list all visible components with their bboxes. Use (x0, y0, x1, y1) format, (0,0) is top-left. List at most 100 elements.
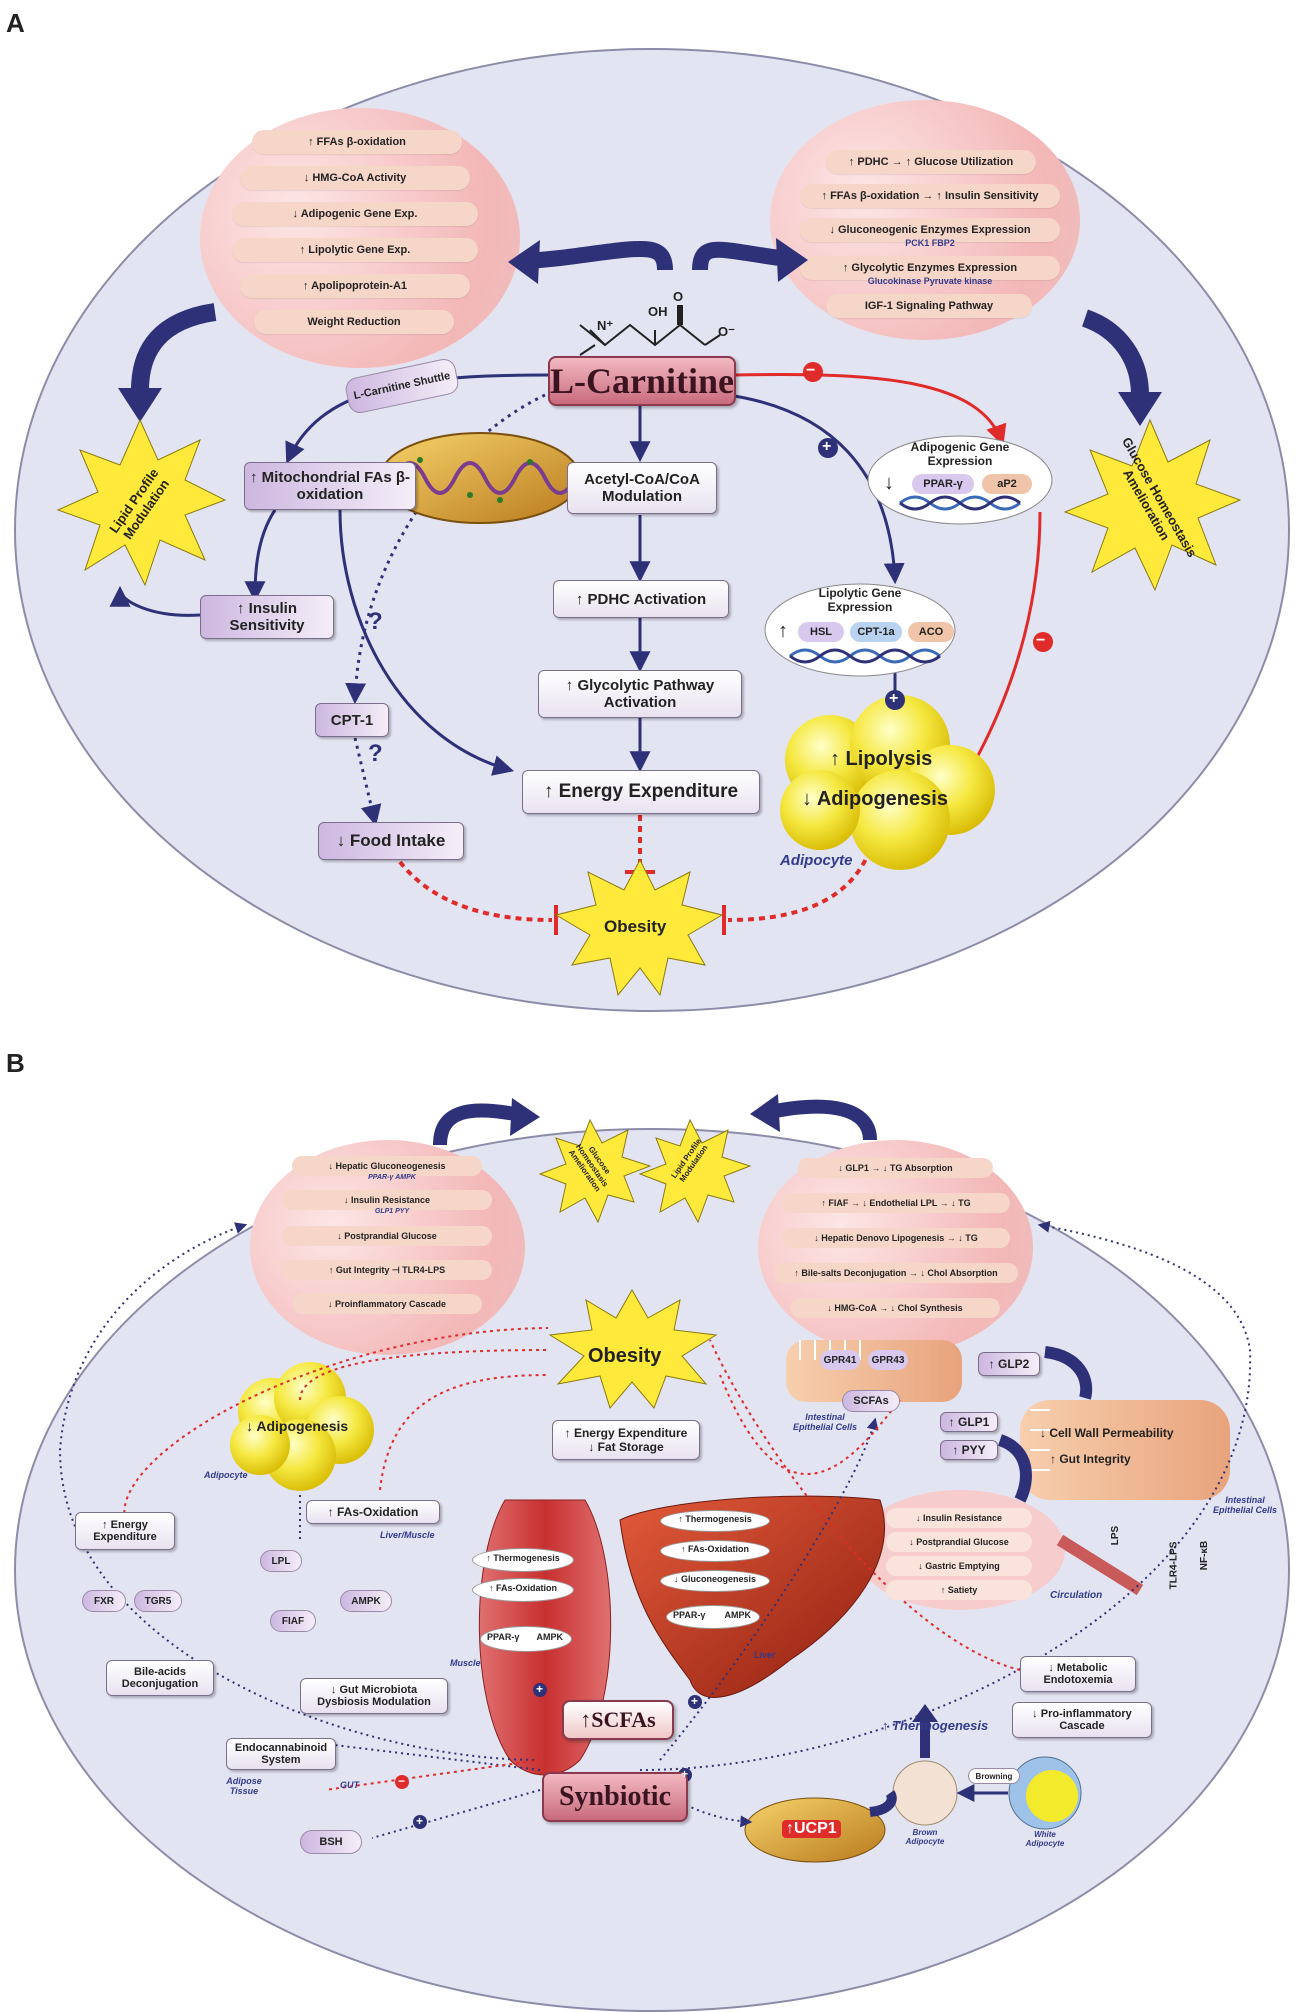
insulin-item-2: ↓ Postprandial Glucose (886, 1532, 1032, 1552)
lipolytic-title: Lipolytic Gene Expression (818, 586, 902, 614)
lipid-bend-arrowhead (118, 388, 162, 422)
lipid-effect-1: ↑ FFAs β-oxidation (252, 130, 462, 154)
proinflam-box: ↓ Pro-inflammatory Cascade (1012, 1702, 1152, 1738)
nfkb-label: NF-κB (1199, 1540, 1211, 1571)
panel-a-graphics: N⁺ OH O O⁻ (56, 238, 1242, 997)
permeability-label: ↓ Cell Wall Permeability (1040, 1426, 1174, 1440)
b-left-item-5: ↓ Proinflammatory Cascade (292, 1294, 482, 1314)
glucose-effect-3-sub: PCK1 FBP2 (905, 238, 955, 248)
lpl-tag: LPL (260, 1550, 302, 1572)
liver-thermo-oval: ↑ Thermogenesis (660, 1510, 770, 1532)
b-fas-box: ↑ FAs-Oxidation (306, 1500, 440, 1524)
b-thermogenesis: ↑ Thermogenesis (882, 1718, 989, 1733)
b-left-item-2-text: ↓ Insulin Resistance (343, 1195, 431, 1205)
insulin-item-4: ↑ Satiety (886, 1580, 1032, 1600)
glucose-effect-2: ↑ FFAs β-oxidation → ↑ Insulin Sensitivi… (800, 184, 1060, 208)
plus-sign-2: + (889, 690, 899, 707)
adipogenic-title: Adipogenic Gene Expression (910, 440, 1010, 468)
b-left-sub-2: GLP1 PYY (374, 1208, 410, 1215)
mito-to-energy (338, 509, 515, 776)
molecule-n-label: N⁺ (597, 318, 613, 333)
adipocyte-blob-a (780, 695, 995, 870)
adipogenic-arrow: ↓ (884, 472, 894, 494)
molecule-o-label: O (673, 289, 683, 304)
tgr5-tag: TGR5 (134, 1590, 182, 1612)
adipogenesis-label: ↓ Adipogenesis (802, 788, 948, 810)
fxr-tag: FXR (82, 1590, 126, 1612)
metabolic-box: ↓ Metabolic Endotoxemia (1020, 1656, 1136, 1692)
mitochondria-a (379, 432, 581, 524)
plus-circle-1 (818, 438, 838, 458)
ucp1-label: ↑UCP1 (782, 1820, 841, 1838)
lps-label: LPS (1110, 1525, 1122, 1546)
b-left-item-1: ↓ Hepatic Gluconeogenesis (292, 1156, 482, 1176)
b-left-item-2: ↓ Insulin Resistance (282, 1190, 492, 1210)
glyco-box: ↑ Glycolytic Pathway Activation (538, 670, 742, 718)
lipid-effect-5: ↑ Apolipoprotein-A1 (240, 274, 470, 298)
dysbiosis-box: ↓ Gut Microbiota Dysbiosis Modulation (300, 1678, 448, 1714)
liver-gluco: ↓ Gluconeogenesis (673, 1574, 757, 1584)
liver-fas: ↑ FAs-Oxidation (680, 1544, 749, 1554)
lipid-effect-4: ↑ Lipolytic Gene Exp. (232, 238, 478, 262)
lipid-bend-arrow (131, 303, 217, 391)
panel-b-letter: B (6, 1048, 25, 1078)
energy-fat-box: ↑ Energy Expenditure↓ Fat Storage (552, 1420, 700, 1460)
b-adipogenesis: ↓ Adipogenesis (246, 1418, 349, 1434)
muscle-label: Muscle (450, 1658, 481, 1668)
muscle-ppar: PPAR-γ (487, 1632, 520, 1642)
pdhc-box: ↑ PDHC Activation (553, 580, 729, 618)
b-left-sub-1: PPAR-γ AMPK (368, 1174, 416, 1181)
glucose-bend-arrowhead (1118, 392, 1162, 426)
b-right-item-1: ↓ GLP1 → ↓ TG Absorption (798, 1158, 993, 1178)
liver-ppar: PPAR-γ (673, 1610, 706, 1620)
ap2-tag: aP2 (982, 474, 1032, 494)
white-label: White Adipocyte (1025, 1830, 1065, 1848)
insulin-item-1: ↓ Insulin Resistance (886, 1508, 1032, 1528)
liver-label: Liver (754, 1650, 776, 1660)
question-mark-1: ? (368, 608, 383, 635)
glucose-star-shape (1063, 418, 1242, 592)
ppar-tag: PPAR-γ (912, 474, 974, 494)
food-box: ↓ Food Intake (318, 822, 464, 860)
tlr4-label: TLR4-LPS (1168, 1541, 1180, 1590)
carnitine-molecule (579, 305, 721, 356)
bsh-tag: BSH (300, 1830, 362, 1854)
fat-inhibit-obesity (727, 849, 872, 922)
minus-circle-2 (1033, 632, 1053, 652)
to-lipolytic-line (727, 393, 905, 585)
muscle-thermo: ↑ Thermogenesis (486, 1553, 560, 1563)
food-inhibit-obesity (398, 860, 553, 922)
b-plus-sign-4: + (691, 1694, 699, 1708)
scfas-small: SCFAs (842, 1390, 900, 1412)
glucose-effect-4-text: ↑ Glycolytic Enzymes Expression (842, 262, 1018, 274)
mito-box: ↑ Mitochondrial FAs β-oxidation (244, 462, 416, 510)
b-adipocyte: Adipocyte (204, 1470, 248, 1480)
glucose-effect-1: ↑ PDHC → ↑ Glucose Utilization (826, 150, 1036, 174)
lipid-effect-6: Weight Reduction (254, 310, 454, 334)
energy-box: ↑ Energy Expenditure (522, 770, 760, 814)
insulin-box: ↑ Insulin Sensitivity (200, 595, 334, 639)
gut-label: GUT (340, 1780, 359, 1790)
top-left-curved-arrowhead (508, 240, 540, 284)
mito-to-insulin (244, 509, 277, 603)
b-plus-sign-3: + (536, 1682, 544, 1696)
muscle-thermo-oval: ↑ Thermogenesis (472, 1548, 574, 1572)
cpt-box: CPT-1 (315, 703, 389, 737)
intestinal-cells-right: Intestinal Epithelial Cells (1212, 1495, 1278, 1515)
glucose-effect-3-text: ↓ Gluconeogenic Enzymes Expression (829, 224, 1031, 236)
intestinal-cells-label: Intestinal Epithelial Cells (792, 1412, 858, 1432)
pyy-box: ↑ PYY (940, 1440, 998, 1460)
top-right-curved-arrowhead (776, 238, 808, 282)
circulation-label: Circulation (1050, 1590, 1103, 1601)
question-mark-2: ? (368, 740, 383, 767)
lipid-star-shape (56, 418, 227, 587)
b-energy-box: ↑ Energy Expenditure (75, 1512, 175, 1550)
synbiotic-title: Synbiotic (542, 1772, 688, 1822)
top-right-curved-arrow (692, 241, 794, 271)
b-top-right-arrow (768, 1099, 877, 1141)
b-right-item-5: ↓ HMG-CoA → ↓ Chol Synthesis (790, 1298, 1000, 1318)
minus-sign-1: − (806, 362, 816, 379)
b-right-item-3: ↓ Hepatic Denovo Lipogenesis → ↓ TG (782, 1228, 1010, 1248)
